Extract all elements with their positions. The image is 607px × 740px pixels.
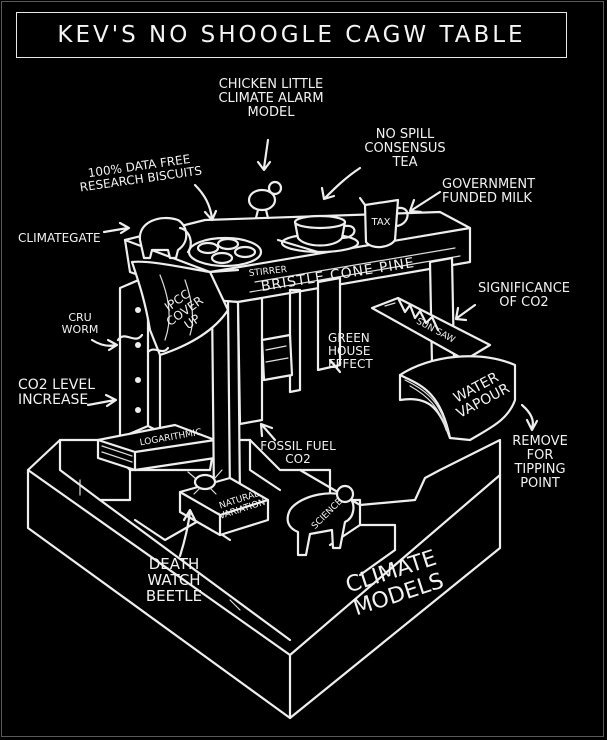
beetle-icon bbox=[187, 469, 223, 495]
label-remove-tipping: REMOVE FOR TIPPING POINT bbox=[512, 434, 568, 492]
middle-leg bbox=[210, 296, 264, 502]
label-co2-level: CO2 LEVEL INCREASE bbox=[18, 377, 96, 409]
chicken-icon bbox=[247, 180, 283, 220]
milk-jug bbox=[358, 196, 409, 249]
label-green-house: GREEN HOUSE EFFECT bbox=[328, 331, 373, 371]
page-title: KEV'S NO SHOOGLE CAGW TABLE bbox=[57, 22, 526, 48]
worm-icon bbox=[116, 333, 170, 354]
label-significance: SIGNIFICANCE OF CO2 bbox=[477, 281, 570, 311]
natural-variation-box bbox=[178, 476, 270, 537]
label-climategate: CLIMATEGATE bbox=[18, 231, 101, 245]
sun-saw-plank bbox=[370, 296, 492, 362]
ipcc-drape bbox=[130, 260, 230, 357]
tea-cup bbox=[276, 214, 360, 254]
elephant-icon bbox=[138, 216, 192, 260]
label-fossil-fuel: FOSSIL FUEL CO2 bbox=[260, 439, 336, 466]
label-chicken-little: CHICKEN LITTLE CLIMATE ALARM MODEL bbox=[218, 77, 324, 121]
annotation-arrows bbox=[86, 138, 539, 558]
label-no-spill-tea: NO SPILL CONSENSUS TEA bbox=[364, 127, 446, 171]
title-box: KEV'S NO SHOOGLE CAGW TABLE bbox=[16, 12, 567, 58]
science-creature-icon bbox=[286, 484, 355, 557]
biscuit-plate bbox=[187, 236, 263, 268]
greenhouse-jar bbox=[260, 333, 294, 382]
label-government-milk: GOVERNMENT FUNDED MILK bbox=[442, 177, 536, 207]
label-death-watch: DEATH WATCH BEETLE bbox=[145, 555, 203, 606]
label-tax: TAX bbox=[371, 217, 391, 228]
water-vapour-book bbox=[398, 355, 517, 442]
label-cru-worm: CRU WORM bbox=[61, 311, 99, 336]
